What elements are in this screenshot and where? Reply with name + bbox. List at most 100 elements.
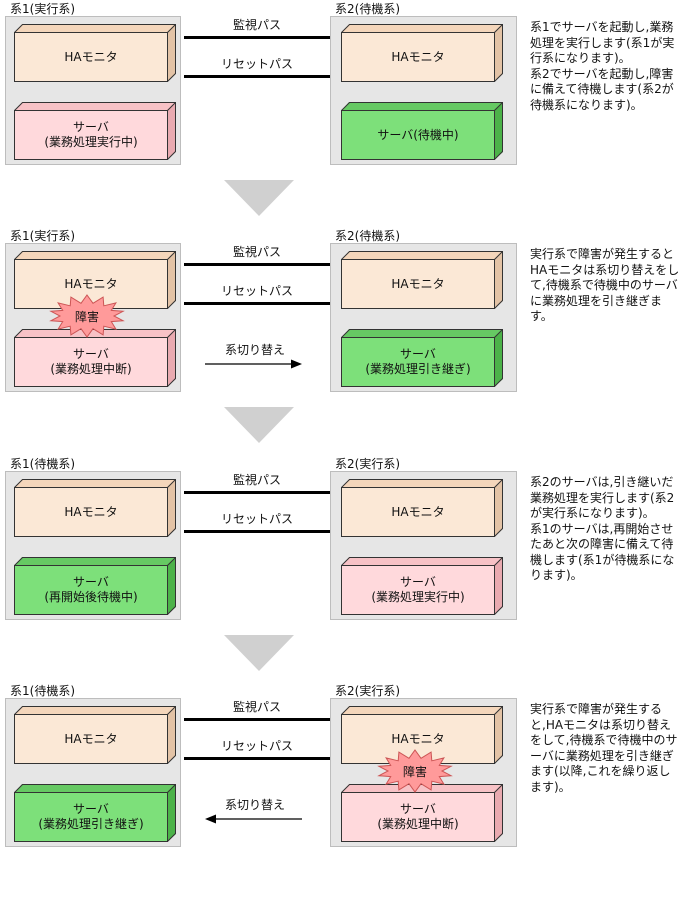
- monitor-path-line: [184, 718, 330, 721]
- system2-ha-monitor-box-side-face: [494, 24, 503, 82]
- system2-ha-monitor-box-side-face: [494, 479, 503, 537]
- system1-server-box: サーバ(業務処理引き継ぎ): [14, 784, 176, 842]
- system1-server-box-edges: [14, 784, 176, 842]
- reset-path-label: リセットパス: [220, 739, 293, 753]
- server-status-line: (業務処理実行中): [371, 590, 465, 604]
- server-status-line: サーバ: [400, 575, 436, 589]
- failure-burst: 障害: [49, 294, 125, 338]
- failure-burst: 障害: [377, 749, 453, 793]
- system2-server-box-front-face: サーバ(業務処理中断): [341, 792, 495, 842]
- system2-server-box-edges: [341, 329, 503, 387]
- system2-server-box-edges: [341, 784, 503, 842]
- system1-server-box-top-face: [14, 329, 176, 338]
- next-step-arrow: [224, 635, 294, 671]
- ha-monitor-label: HAモニタ: [391, 276, 445, 291]
- section-1: 系1(実行系) 系2(待機系) HAモニタ HAモニタサーバ(業務処理実行中) サーバ(…: [0, 0, 681, 227]
- system1-title: 系1(実行系): [10, 2, 75, 16]
- system1-title: 系1(待機系): [10, 684, 75, 698]
- system1-ha-monitor-box: HAモニタ: [14, 24, 176, 82]
- switchover-label: 系切り替え: [224, 798, 285, 812]
- system1-ha-monitor-box: HAモニタ: [14, 706, 176, 764]
- system1-server-box-side-face: [167, 329, 176, 387]
- system2-ha-monitor-box-top-face: [341, 479, 503, 488]
- server-status-line: サーバ: [400, 802, 436, 816]
- system2-server-box-top-face: [341, 102, 503, 111]
- switchover-label: 系切り替え: [224, 343, 285, 357]
- system2-server-box-side-face: [494, 557, 503, 615]
- system1-ha-monitor-box-top-face: [14, 479, 176, 488]
- failure-burst-star-shape: [377, 749, 453, 793]
- system2-ha-monitor-box-top-face: [341, 251, 503, 260]
- system1-server-box: サーバ(再開始後待機中): [14, 557, 176, 615]
- reset-path-line: [184, 530, 330, 533]
- system1-ha-monitor-box-top-face: [14, 706, 176, 715]
- system1-server-box: サーバ(業務処理実行中): [14, 102, 176, 160]
- server-status-line: (業務処理中断): [50, 362, 132, 376]
- system1-title: 系1(実行系): [10, 229, 75, 243]
- server-status-line: サーバ: [73, 575, 109, 589]
- system2-ha-monitor-box-edges: [341, 251, 503, 309]
- system1-ha-monitor-box-edges: [14, 24, 176, 82]
- server-status-line: (再開始後待機中): [44, 590, 138, 604]
- system2-server-box-edges: [341, 557, 503, 615]
- system2-server-box: サーバ(業務処理中断): [341, 784, 503, 842]
- ha-monitor-label: HAモニタ: [64, 504, 118, 519]
- server-status-line: サーバ: [73, 802, 109, 816]
- description-paragraph: 系2でサーバを起動し,障害に備えて待機します(系2が待機系になります)。: [530, 66, 674, 112]
- monitor-path-label: 監視パス: [232, 700, 281, 714]
- description-paragraph: 実行系で障害が発生するとHAモニタは系切り替えをして,待機系で待機中のサーバに業…: [530, 247, 680, 323]
- system2-title: 系2(待機系): [335, 2, 400, 16]
- monitor-path-label: 監視パス: [232, 18, 281, 32]
- system2-ha-monitor-box-edges: [341, 706, 503, 764]
- step-description: 実行系で障害が発生すると,HAモニタは系切り替えをして,待機系で待機中のサーバに…: [530, 702, 680, 795]
- system1-server-box-edges: [14, 329, 176, 387]
- system1-server-box-side-face: [167, 102, 176, 160]
- system2-title: 系2(待機系): [335, 229, 400, 243]
- reset-path-line: [184, 757, 330, 760]
- system2-server-box: サーバ(業務処理実行中): [341, 557, 503, 615]
- system2-ha-monitor-box-front-face: HAモニタ: [341, 487, 495, 537]
- system1-server-box-front-face: サーバ(再開始後待機中): [14, 565, 168, 615]
- server-status-line: (業務処理中断): [377, 817, 459, 831]
- system2-server-box: サーバ(待機中): [341, 102, 503, 160]
- system1-server-box-top-face: [14, 557, 176, 566]
- next-step-arrow: [224, 407, 294, 443]
- system1-server-box-edges: [14, 557, 176, 615]
- system1-ha-monitor-box-side-face: [167, 479, 176, 537]
- monitor-path-line: [184, 36, 330, 39]
- system1-ha-monitor-box-front-face: HAモニタ: [14, 32, 168, 82]
- system2-server-box: サーバ(業務処理引き継ぎ): [341, 329, 503, 387]
- system2-ha-monitor-box-edges: [341, 24, 503, 82]
- reset-path-line: [184, 302, 330, 305]
- system2-server-box-top-face: [341, 557, 503, 566]
- description-paragraph: 系2のサーバは,引き継いだ業務処理を実行します(系2が実行系になります)。: [530, 475, 675, 520]
- system1-ha-monitor-box-top-face: [14, 24, 176, 33]
- system2-server-box-top-face: [341, 784, 503, 793]
- system2-title: 系2(実行系): [335, 684, 400, 698]
- failure-label: 障害: [402, 764, 427, 779]
- system1-ha-monitor-box-edges: [14, 251, 176, 309]
- system2-server-box-side-face: [494, 784, 503, 842]
- server-status-line: (業務処理引き継ぎ): [38, 817, 144, 831]
- system2-ha-monitor-box-top-face: [341, 706, 503, 715]
- description-paragraph: 実行系で障害が発生すると,HAモニタは系切り替えをして,待機系で待機中のサーバに…: [530, 702, 678, 794]
- step-description: 系1でサーバを起動し,業務処理を実行します(系1が実行系になります)。系2でサー…: [530, 20, 680, 113]
- system2-ha-monitor-box: HAモニタ: [341, 479, 503, 537]
- system2-server-box-front-face: サーバ(業務処理引き継ぎ): [341, 337, 495, 387]
- next-step-arrow: [224, 180, 294, 216]
- system1-ha-monitor-box-side-face: [167, 706, 176, 764]
- system1-ha-monitor-box-side-face: [167, 24, 176, 82]
- ha-monitor-label: HAモニタ: [391, 731, 445, 746]
- system2-server-box-side-face: [494, 329, 503, 387]
- step-description: 系2のサーバは,引き継いだ業務処理を実行します(系2が実行系になります)。系1の…: [530, 475, 680, 584]
- system1-server-box-top-face: [14, 784, 176, 793]
- system1-ha-monitor-box-edges: [14, 479, 176, 537]
- system1-server-box-side-face: [167, 557, 176, 615]
- system2-ha-monitor-box: HAモニタ: [341, 24, 503, 82]
- monitor-path-line: [184, 263, 330, 266]
- monitor-path-label: 監視パス: [232, 245, 281, 259]
- server-status-line: サーバ: [73, 120, 109, 134]
